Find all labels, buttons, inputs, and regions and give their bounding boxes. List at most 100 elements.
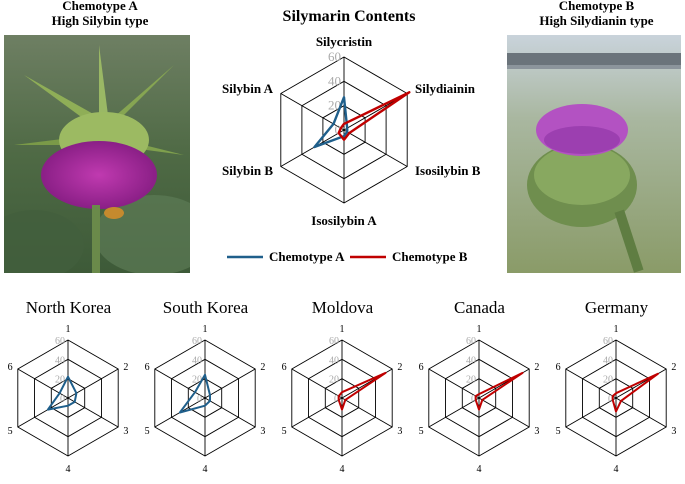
- tick-label: 20: [329, 375, 339, 386]
- axis-label-2: Silydiainin: [415, 81, 476, 96]
- tick-label: 20: [55, 375, 65, 386]
- small-chart-title: Moldova: [311, 298, 374, 317]
- tick-label: 60: [192, 336, 202, 347]
- tick-label: 0: [471, 394, 476, 405]
- series-line-1: [611, 372, 659, 413]
- tick-label: 60: [55, 336, 65, 347]
- small-chart-title: North Korea: [25, 298, 112, 317]
- series-line-1: [46, 375, 78, 411]
- tick-label: 20: [466, 375, 476, 386]
- spoke-3: [341, 397, 393, 428]
- axis-label-1: Silycristin: [316, 34, 373, 49]
- tick-label: 40: [329, 355, 339, 366]
- axis-label-3: 3: [671, 426, 676, 437]
- series-line-1: [313, 95, 349, 149]
- axis-label-4: 4: [477, 464, 482, 475]
- axis-label-5: 5: [556, 426, 561, 437]
- spoke-3: [615, 397, 667, 428]
- axis-label-6: Silybin A: [222, 81, 274, 96]
- tick-label: 60: [603, 336, 613, 347]
- small-chart-title: Germany: [584, 298, 649, 317]
- spoke-5: [17, 397, 69, 428]
- small-chart-title: Canada: [454, 298, 505, 317]
- spoke-5: [428, 397, 480, 428]
- series-line-1: [178, 373, 211, 414]
- spoke-6: [565, 368, 617, 399]
- series-line-1: [337, 371, 387, 411]
- axis-label-5: 5: [145, 426, 150, 437]
- tick-label: 0: [608, 394, 613, 405]
- tick-label: 0: [197, 394, 202, 405]
- axis-label-3: Isosilybin B: [415, 163, 481, 178]
- spoke-2: [204, 368, 256, 399]
- axis-label-5: 5: [419, 426, 424, 437]
- legend-label-2: Chemotype B: [392, 249, 468, 264]
- axis-label-3: 3: [260, 426, 265, 437]
- axis-label-4: 4: [340, 464, 345, 475]
- axis-label-4: Isosilybin A: [311, 213, 377, 228]
- main-chart-title: Silymarin Contents: [282, 8, 416, 25]
- axis-label-1: 1: [66, 324, 71, 335]
- axis-label-5: 5: [282, 426, 287, 437]
- axis-label-5: Silybin B: [222, 163, 273, 178]
- axis-label-6: 6: [145, 362, 150, 373]
- tick-label: 20: [603, 375, 613, 386]
- tick-label: 40: [603, 355, 613, 366]
- axis-label-1: 1: [614, 324, 619, 335]
- axis-label-2: 2: [397, 362, 402, 373]
- axis-label-1: 1: [340, 324, 345, 335]
- tick-label: 0: [60, 394, 65, 405]
- spoke-5: [291, 397, 343, 428]
- chemotype-b-photo: [507, 35, 681, 273]
- axis-label-2: 2: [671, 362, 676, 373]
- photo-b-caption-line2: High Silydianin type: [539, 13, 654, 28]
- axis-label-4: 4: [614, 464, 619, 475]
- spoke-3: [204, 397, 256, 428]
- small-chart-title: South Korea: [162, 298, 249, 317]
- axis-label-4: 4: [203, 464, 208, 475]
- tick-label: 60: [329, 336, 339, 347]
- photo-b-caption: Chemotype B High Silydianin type: [508, 0, 685, 28]
- axis-label-4: 4: [66, 464, 71, 475]
- axis-label-6: 6: [8, 362, 13, 373]
- spoke-6: [428, 368, 480, 399]
- tick-label: 60: [328, 49, 341, 64]
- tick-label: 0: [334, 394, 339, 405]
- spoke-5: [280, 129, 345, 167]
- tick-label: 40: [55, 355, 65, 366]
- axis-label-2: 2: [260, 362, 265, 373]
- photo-a-caption-line2: High Silybin type: [51, 13, 149, 28]
- tick-label: 40: [192, 355, 202, 366]
- axis-label-6: 6: [556, 362, 561, 373]
- spoke-3: [478, 397, 530, 428]
- tick-label: 40: [328, 73, 341, 88]
- axis-label-3: 3: [123, 426, 128, 437]
- tick-label: 40: [466, 355, 476, 366]
- axis-label-6: 6: [419, 362, 424, 373]
- spoke-5: [565, 397, 617, 428]
- tick-label: 0: [335, 122, 342, 137]
- spoke-6: [154, 368, 206, 399]
- chemotype-a-photo: [4, 35, 190, 273]
- axis-label-5: 5: [8, 426, 13, 437]
- tick-label: 60: [466, 336, 476, 347]
- photo-a-caption: Chemotype A High Silybin type: [0, 0, 200, 28]
- axis-label-3: 3: [534, 426, 539, 437]
- spoke-3: [343, 129, 408, 167]
- series-line-2: [337, 91, 411, 141]
- legend-label-1: Chemotype A: [269, 249, 345, 264]
- spoke-3: [67, 397, 119, 428]
- axis-label-6: 6: [282, 362, 287, 373]
- axis-label-3: 3: [397, 426, 402, 437]
- small-radar-svg: 0 20 40 601 2 3 4 5 6: [556, 324, 677, 475]
- tick-label: 20: [192, 375, 202, 386]
- axis-label-2: 2: [534, 362, 539, 373]
